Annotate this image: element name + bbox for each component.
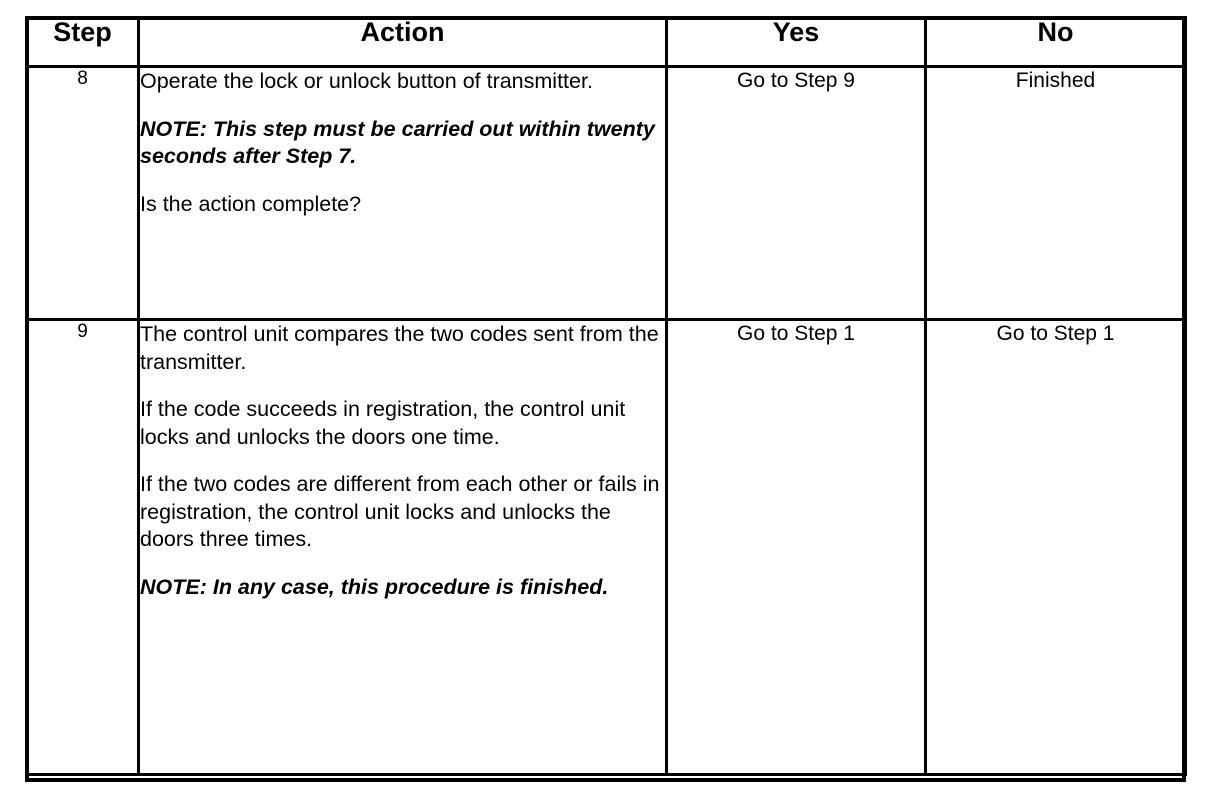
step-action-cell: Operate the lock or unlock button of tra… — [137, 65, 668, 321]
table-row: 9 The control unit compares the two code… — [25, 318, 1187, 776]
diagnostic-steps-table: Step Action Yes No 8 Operate the lock or… — [25, 16, 1187, 776]
table-header-row: Step Action Yes No — [25, 16, 1187, 68]
step-yes-cell: Go to Step 1 — [665, 318, 927, 776]
action-paragraph: If the code succeeds in registration, th… — [140, 397, 626, 449]
step-no-cell: Finished — [924, 65, 1187, 321]
table-row: 8 Operate the lock or unlock button of t… — [25, 65, 1187, 321]
column-header-no: No — [924, 16, 1187, 68]
step-action-cell: The control unit compares the two codes … — [137, 318, 668, 776]
step-number-cell: 8 — [25, 65, 140, 321]
action-paragraph: The control unit compares the two codes … — [140, 322, 659, 374]
column-header-action: Action — [137, 16, 668, 68]
action-note-paragraph: NOTE: In any case, this procedure is fin… — [140, 574, 609, 599]
step-yes-cell: Go to Step 9 — [665, 65, 927, 321]
table-header: Step Action Yes No — [25, 16, 1187, 68]
action-paragraph: Operate the lock or unlock button of tra… — [140, 69, 593, 93]
table-body: 8 Operate the lock or unlock button of t… — [25, 65, 1187, 776]
action-note-paragraph: NOTE: This step must be carried out with… — [140, 116, 655, 169]
step-no-cell: Go to Step 1 — [924, 318, 1187, 776]
step-number-cell: 9 — [25, 318, 140, 776]
column-header-step: Step — [25, 16, 140, 68]
action-paragraph: If the two codes are different from each… — [140, 472, 660, 552]
action-question-paragraph: Is the action complete? — [140, 191, 362, 216]
column-header-yes: Yes — [665, 16, 927, 68]
